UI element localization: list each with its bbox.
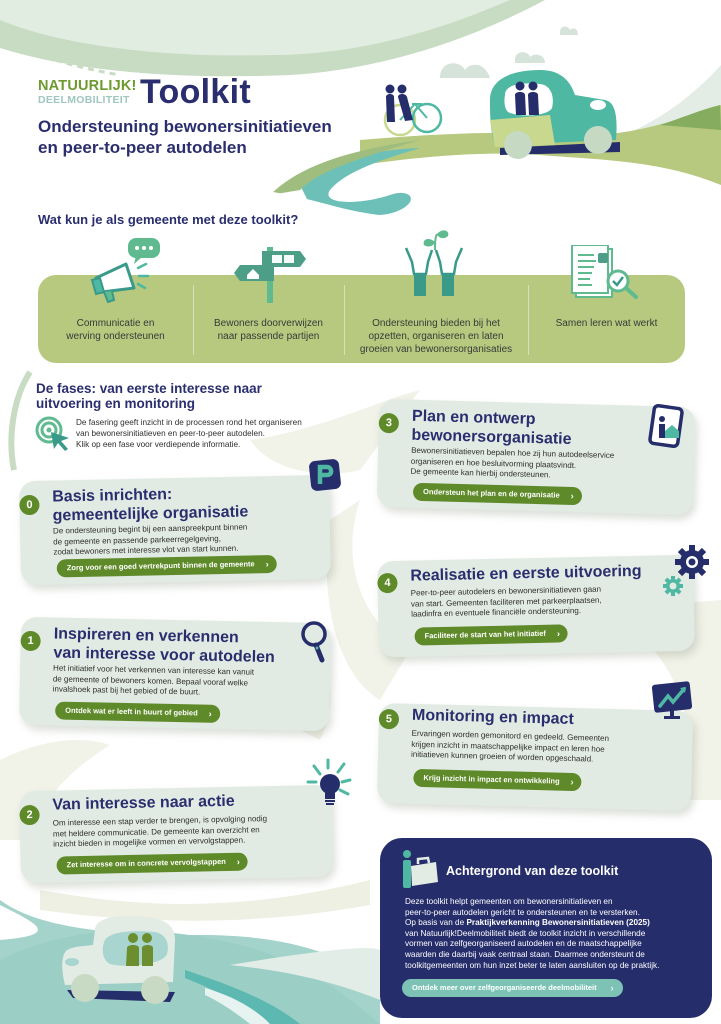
phase-description: De ondersteuning begint bij een aanspree…	[52, 522, 248, 557]
phase-card-0[interactable]: 0 Basis inrichten: gemeentelijke organis…	[18, 474, 332, 586]
page-title: Toolkit	[140, 73, 252, 111]
background-text: Deze toolkit helpt gemeenten om bewoners…	[405, 897, 660, 970]
signpost-icon	[234, 247, 306, 303]
magnifier-icon	[301, 621, 327, 663]
megaphone-icon	[90, 238, 160, 304]
phase-card-2[interactable]: 2 Van interesse naar actie Om interesse …	[19, 784, 333, 884]
report-name: Praktijkverkenning Bewonersinitiatieven …	[466, 918, 650, 928]
phases-heading: De fases: van eerste interesse naar uitv…	[36, 381, 262, 411]
info-briefcase-icon	[403, 850, 438, 888]
phase-card-4[interactable]: 4 Realisatie en eerste uitvoering Peer-t…	[377, 554, 695, 658]
chevron-right-icon: ›	[265, 559, 269, 570]
phase-5-link-button[interactable]: Krijg inzicht in impact en ontwikkeling …	[413, 768, 582, 792]
people-growing-plant-icon	[404, 230, 464, 296]
phase-description: Peer-to-peer autodelers en bewonersiniti…	[410, 584, 602, 619]
phase-title: Basis inrichten: gemeentelijke organisat…	[52, 486, 249, 525]
phase-1-link-button[interactable]: Ontdek wat er leeft in buurt of gebied ›	[55, 701, 220, 723]
phase-number-badge: 3	[378, 412, 400, 434]
benefits-heading: Wat kun je als gemeente met deze toolkit…	[38, 212, 299, 227]
phase-number-badge: 4	[377, 572, 398, 594]
phase-description: Ervaringen worden gemonitord en gedeeld.…	[410, 728, 610, 764]
car-illustration	[62, 915, 175, 1004]
page-subtitle: Ondersteuning bewonersinitiatieven en pe…	[38, 117, 332, 157]
background-info-panel: Achtergrond van deze toolkit Deze toolki…	[380, 838, 712, 1018]
phase-title: Inspireren en verkennen van interesse vo…	[53, 625, 275, 667]
phases-description: De fasering geeft inzicht in de processe…	[76, 418, 302, 449]
phase-card-5[interactable]: 5 Monitoring en impact Ervaringen worden…	[376, 702, 694, 812]
chevron-right-icon: ›	[570, 776, 574, 788]
benefit-item-referral: Bewoners doorverwijzen naar passende par…	[214, 318, 323, 342]
monitor-chart-icon	[651, 681, 693, 719]
chevron-right-icon: ›	[556, 628, 560, 639]
phase-4-link-button[interactable]: Faciliteer de start van het initiatief ›	[414, 624, 569, 646]
divider	[193, 285, 194, 355]
phase-number-badge: 0	[19, 494, 40, 516]
phase-number-badge: 5	[378, 708, 400, 730]
info-document-icon	[648, 404, 684, 448]
parking-icon	[309, 459, 341, 491]
phase-title: Plan en ontwerp bewonersorganisatie	[411, 407, 572, 448]
lightbulb-icon	[306, 758, 352, 805]
phase-0-link-button[interactable]: Zorg voor een goed vertrekpunt binnen de…	[56, 554, 277, 578]
divider	[344, 285, 345, 355]
phase-description: Om interesse een stap verder te brengen,…	[52, 814, 268, 849]
phase-3-link-button[interactable]: Ondersteun het plan en de organisatie ›	[412, 482, 582, 506]
benefit-item-support: Ondersteuning bieden bij het opzetten, o…	[359, 318, 513, 355]
logo-natuurlijk: NATUURLIJK!	[38, 78, 137, 94]
car-and-bike-illustration	[383, 70, 620, 159]
phase-description: Bewonersinitiatieven bepalen hoe zij hun…	[410, 445, 615, 480]
background-title: Achtergrond van deze toolkit	[446, 864, 619, 878]
phase-description: Het initiatief voor het verkennen van in…	[52, 663, 255, 697]
logo-deelmobiliteit: DEELMOBILITEIT	[38, 94, 130, 106]
benefit-item-communication: Communicatie en werving ondersteunen	[66, 318, 165, 342]
chevron-right-icon: ›	[236, 856, 240, 867]
benefit-item-learning: Samen leren wat werkt	[555, 318, 658, 329]
click-target-icon	[35, 416, 69, 451]
phase-2-link-button[interactable]: Zet interesse om in concrete vervolgstap…	[56, 852, 248, 875]
phase-title: Realisatie en eerste uitvoering	[410, 562, 642, 585]
phase-title: Van interesse naar actie	[52, 792, 235, 814]
chevron-right-icon: ›	[570, 490, 574, 501]
divider	[528, 285, 529, 355]
document-check-magnifier-icon	[571, 245, 638, 299]
phase-number-badge: 2	[19, 804, 40, 826]
chevron-right-icon: ›	[610, 983, 614, 993]
phase-card-1[interactable]: 1 Inspireren en verkennen van interesse …	[18, 616, 332, 732]
phase-number-badge: 1	[20, 630, 41, 652]
phase-title: Monitoring en impact	[411, 706, 574, 728]
discover-more-button[interactable]: Ontdek meer over zelfgeorganiseerde deel…	[402, 979, 623, 997]
chevron-right-icon: ›	[208, 708, 212, 719]
gears-icon	[663, 545, 709, 596]
